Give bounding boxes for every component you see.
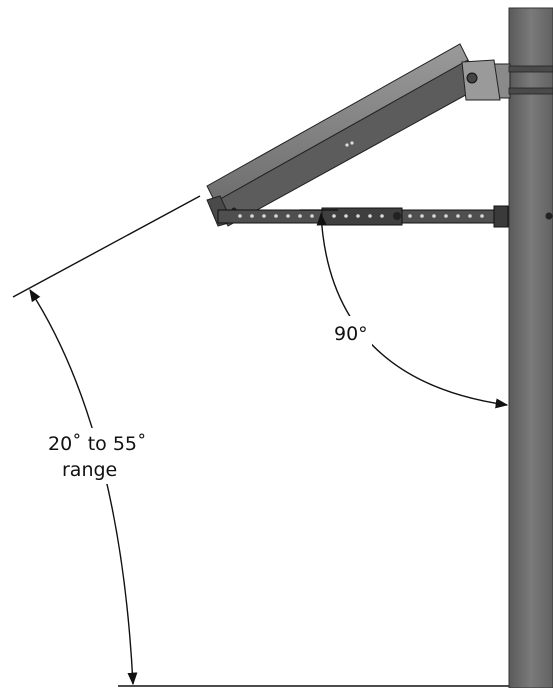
- tilt-range-arc: [29, 288, 138, 686]
- right-angle-label: 90°: [334, 323, 368, 345]
- panel-extension-line: [12, 195, 201, 298]
- adjustable-strut: [217, 205, 553, 228]
- tilt-range-label-line1: 20˚ to 55˚: [48, 433, 147, 455]
- solar-panel: [206, 43, 483, 227]
- mounting-pole: [508, 7, 553, 688]
- tilt-range-label-line2: range: [62, 459, 117, 481]
- right-angle-arc: [316, 212, 509, 409]
- hinge-bracket: [461, 59, 501, 101]
